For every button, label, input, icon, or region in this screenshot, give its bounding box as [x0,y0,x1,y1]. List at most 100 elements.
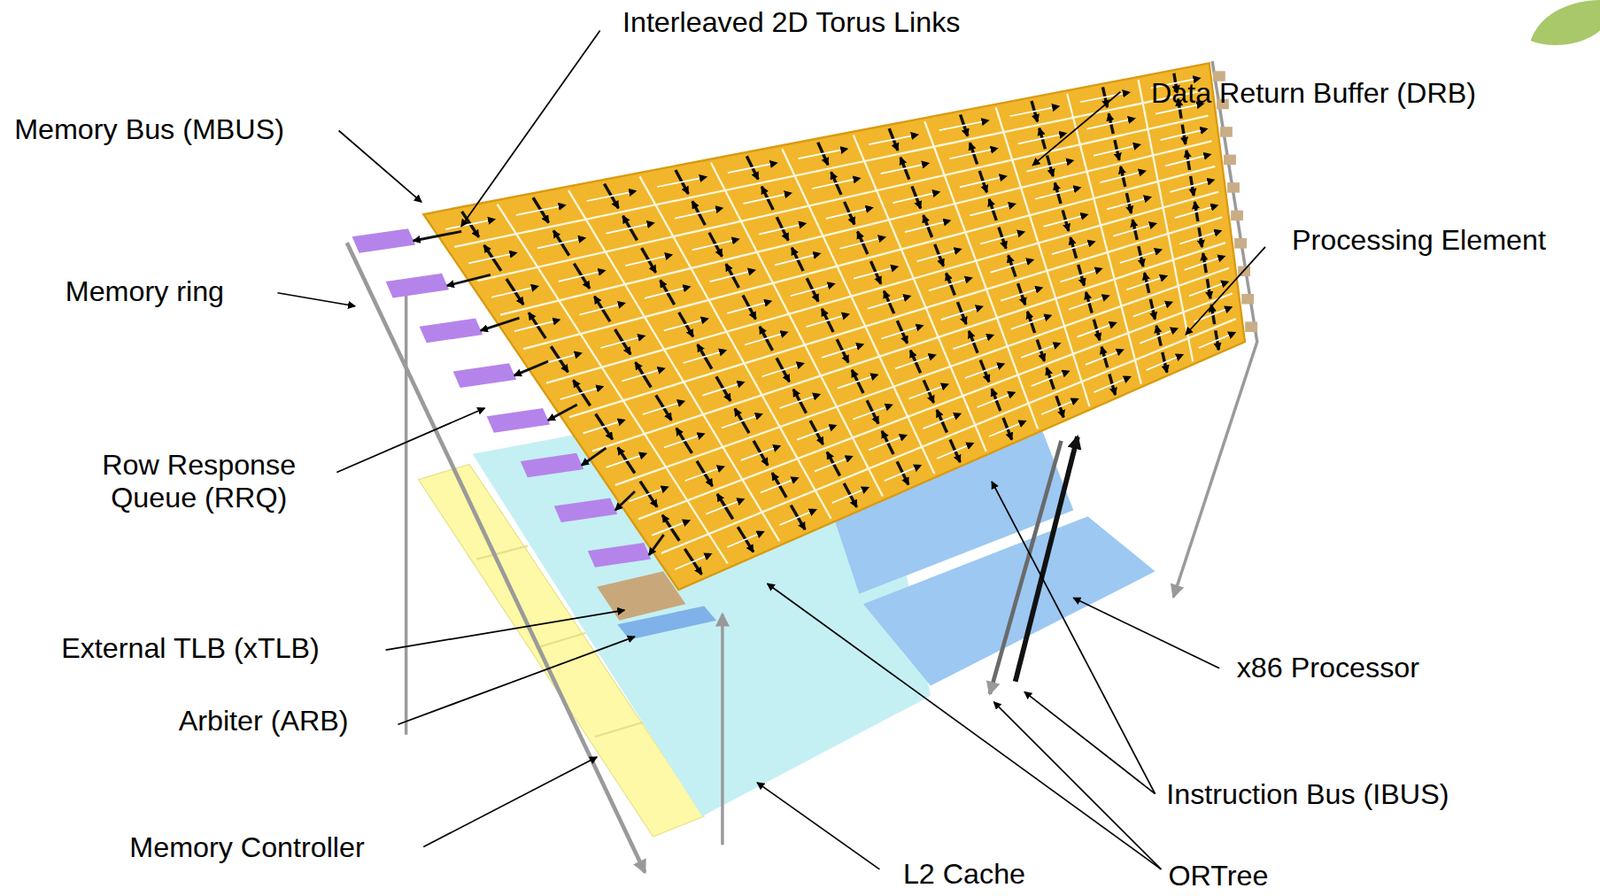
torus-link [881,324,923,339]
torus-link [1059,268,1102,282]
torus-link [1198,332,1236,349]
torus-link [642,401,685,415]
grid-line [500,140,1212,315]
torus-link [709,270,755,282]
torus-link [1020,343,1060,358]
torus-link [939,120,990,131]
torus-link [837,374,879,389]
torus-link [1126,276,1168,291]
torus-link [514,319,560,332]
rrq-box [554,497,618,523]
leader-line [1073,597,1220,669]
torus-link [721,414,763,429]
leader-line [461,30,601,227]
torus-link [1009,106,1059,116]
drb-box [1241,293,1254,305]
torus-link [1120,249,1162,263]
torus-link [605,453,647,468]
torus-link [805,314,850,327]
torus-link [922,413,961,429]
rrq-arrow [447,274,491,286]
divider [476,546,528,560]
rrq-box [520,453,584,479]
leader-line [386,610,626,650]
rrq-box [419,318,483,344]
torus-link [1106,197,1152,210]
drb-box [1227,182,1240,194]
torus-link [881,162,929,174]
torus-link [790,284,835,297]
drb-group [1213,70,1258,333]
torus-link [1076,322,1116,337]
torus-link [1026,160,1074,171]
torus-link [814,456,853,472]
torus-link [744,332,789,345]
grid-line [661,318,1237,554]
rrq-box [453,363,517,388]
torus-link [605,223,654,234]
torus-link [743,193,792,204]
callout-label: Memory Controller [129,831,364,865]
torus-link [762,363,804,377]
torus-link [928,278,973,291]
torus-link [904,220,951,232]
callout-label: Arbiter (ARB) [178,704,349,738]
memory-ring [720,614,724,845]
pe-plane [423,62,1245,590]
x86-plate [863,516,1156,686]
torus-link [726,532,764,549]
rrq-arrow [615,491,635,511]
torus-link [1174,205,1219,218]
callout-label: Data Return Buffer (DRB) [1151,77,1477,111]
drb-box [1244,321,1258,333]
torus-link [741,446,781,461]
rrq-box [486,408,550,433]
torus-link [1041,399,1078,416]
drb-box [1220,126,1233,138]
callout-label: Instruction Bus (IBUS) [1166,778,1449,812]
grid-line [615,268,1229,486]
grid-line [996,107,1090,407]
torus-link [1068,295,1110,310]
torus-grid [445,73,1236,575]
torus-link [621,368,665,381]
torus-link [1169,179,1214,193]
leader-line [757,782,880,870]
torus-link [664,433,705,449]
torus-link [1160,129,1208,140]
torus-link [909,384,949,399]
torus-link [1087,118,1136,130]
torus-link [868,434,907,450]
torus-link [628,486,668,502]
leader-line [339,131,422,203]
rrq-box [587,542,651,568]
torus-link [1146,355,1183,372]
divider [535,633,588,649]
torus-link [726,301,772,314]
leader-line [277,293,356,307]
torus-link [600,335,645,348]
callout-label: Memory Bus (MBUS) [14,113,285,147]
drb-box [1230,210,1244,222]
torus-link [1080,92,1130,102]
torus-link [895,355,936,370]
leader-line [336,408,485,473]
torus-link [1184,255,1226,271]
grid-line [592,242,1226,451]
torus-link [852,404,892,419]
torus-link [826,207,874,218]
drb-box [1234,238,1247,249]
torus-link [959,176,1007,187]
grid-line [546,192,1219,384]
torus-link [579,302,625,315]
torus-link [491,285,539,297]
torus-link [1179,231,1222,245]
leaf-decoration [1530,0,1600,46]
torus-link [969,203,1015,216]
grid-line [924,121,1038,429]
rrq-arrow [581,448,606,465]
torus-link [977,392,1016,408]
torus-link [917,248,962,262]
rrq-arrow [413,231,462,241]
